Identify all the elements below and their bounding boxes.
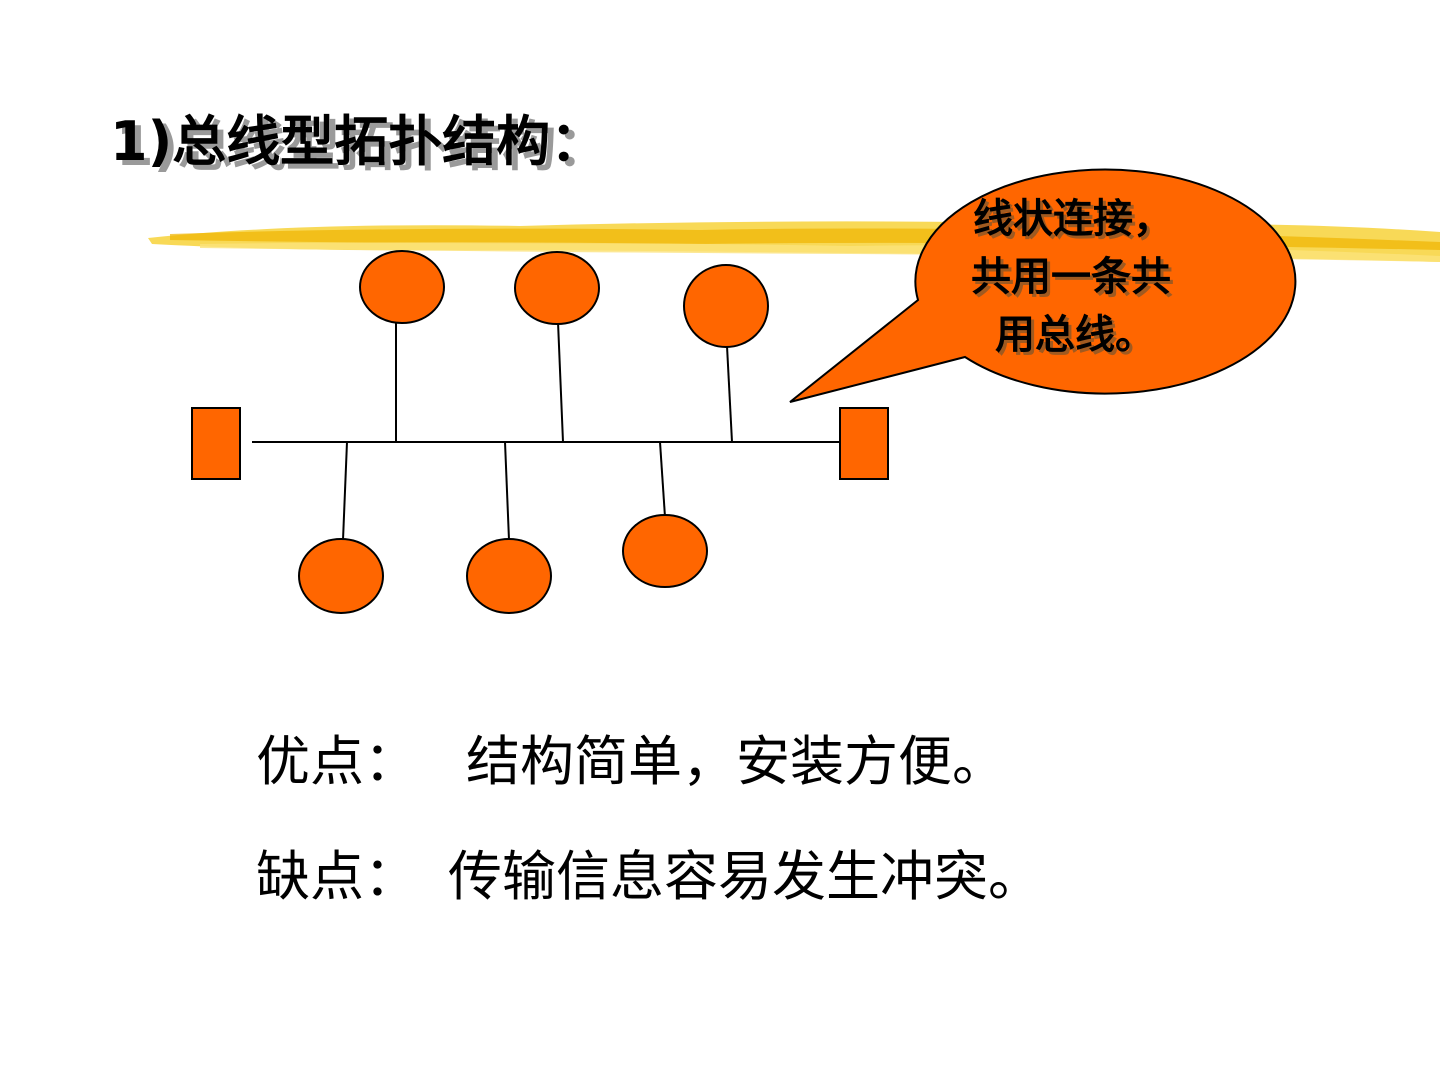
stub-line — [342, 441, 348, 541]
stub-line — [659, 441, 666, 518]
callout-line-shadow: 用总线。 — [998, 315, 1158, 361]
cons-text: 传输信息容易发生冲突。 — [448, 845, 1042, 908]
page-title-shadow: 1)总线型拓扑结构： — [116, 115, 610, 178]
stub-line — [504, 441, 510, 541]
right-terminator — [839, 407, 889, 480]
callout-line: 线状连接， — [973, 196, 1173, 242]
callout-bubble — [789, 168, 1297, 403]
stub-line — [726, 345, 733, 443]
pros-text: 结构简单，安装方便。 — [466, 730, 1006, 793]
callout-line-shadow: 线状连接， — [976, 199, 1176, 245]
station-node — [359, 250, 445, 324]
station-node — [683, 264, 769, 348]
left-terminator — [191, 407, 241, 480]
callout-line: 用总线。 — [995, 312, 1155, 358]
stub-line — [557, 321, 564, 443]
pros-label: 优点： — [256, 730, 418, 793]
station-node — [466, 538, 552, 614]
callout-line: 共用一条共 — [971, 254, 1171, 300]
station-node — [622, 514, 708, 588]
callout-line-shadow: 共用一条共 — [974, 257, 1174, 303]
station-node — [298, 538, 384, 614]
cons-label: 缺点： — [256, 845, 418, 908]
station-node — [514, 251, 600, 325]
page-title: 1)总线型拓扑结构： — [110, 110, 604, 173]
